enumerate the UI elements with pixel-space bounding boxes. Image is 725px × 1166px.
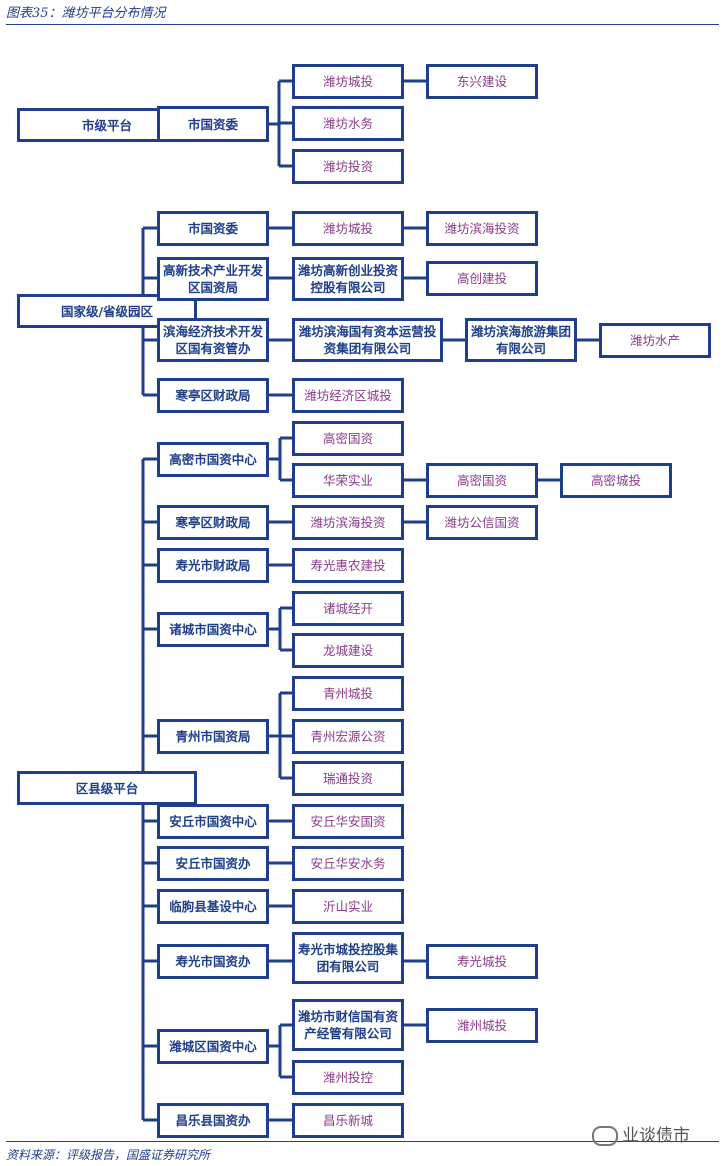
node-qingzhou-hongyuan: 青州宏源公资 (292, 719, 404, 754)
node-weifang-shuichan: 潍坊水产 (599, 323, 711, 358)
node-binhai-tourism-group: 潍坊滨海旅游集团 有限公司 (465, 318, 577, 362)
figure-title: 图表35：潍坊平台分布情况 (6, 6, 166, 21)
node-huarong-shiye: 华荣实业 (292, 463, 404, 498)
node-shouguang-finance: 寿光市财政局 (157, 548, 269, 583)
node-weifang-binhai-touzi-1: 潍坊滨海投资 (426, 211, 538, 246)
node-yishan-shiye: 沂山实业 (292, 889, 404, 924)
node-economic-zone-chengtou: 潍坊经济区城投 (292, 378, 404, 413)
node-weifang-chengtou-1: 潍坊城投 (292, 64, 404, 99)
node-hanting-finance-2: 寒亭区财政局 (157, 505, 269, 540)
node-weicheng-sasac: 潍城区国资中心 (157, 1029, 269, 1064)
node-gaomi-sasac: 高密市国资中心 (157, 442, 269, 477)
wechat-icon (592, 1126, 618, 1146)
node-weifang-chengtou-2: 潍坊城投 (292, 211, 404, 246)
node-qingzhou-sasac: 青州市国资局 (157, 719, 269, 754)
node-changle-sasac: 昌乐县国资办 (157, 1103, 269, 1138)
source-note: 资料来源：评级报告，国盛证券研究所 (6, 1148, 211, 1162)
node-weifang-gongxin-guozi: 潍坊公信国资 (426, 505, 538, 540)
node-changle-xincheng: 昌乐新城 (292, 1103, 404, 1138)
node-anqiu-huaan-guozi: 安丘华安国资 (292, 804, 404, 839)
node-gaochuang-jiantou: 高创建投 (426, 261, 538, 296)
node-city-sasac-2: 市国资委 (157, 211, 269, 246)
node-weifang-shuiwu: 潍坊水务 (292, 106, 404, 141)
watermark-text: 业谈债市 (622, 1126, 690, 1146)
node-hightech-zone-bureau: 高新技术产业开发 区国资局 (157, 257, 269, 301)
node-city-sasac-1: 市国资委 (157, 106, 269, 142)
node-shouguang-chengtou-group: 寿光市城投控股集 团有限公司 (292, 932, 404, 984)
node-dongxing-jianshe: 东兴建设 (426, 64, 538, 99)
node-gaomi-guozi-1: 高密国资 (292, 421, 404, 456)
node-longcheng-jianshe: 龙城建设 (292, 633, 404, 668)
source-divider (6, 1141, 719, 1142)
node-shouguang-sasac-office: 寿光市国资办 (157, 944, 269, 979)
node-anqiu-sasac-office: 安丘市国资办 (157, 846, 269, 881)
node-weizhou-chengtou: 潍州城投 (426, 1008, 538, 1043)
node-gaomi-guozi-2: 高密国资 (426, 463, 538, 498)
node-gaomi-chengtou: 高密城投 (560, 463, 672, 498)
node-anqiu-sasac-center: 安丘市国资中心 (157, 804, 269, 839)
watermark: 业谈债市 (592, 1121, 690, 1146)
node-zhucheng-jingkai: 诸城经开 (292, 591, 404, 626)
node-linqu-infra-center: 临朐县基设中心 (157, 889, 269, 924)
title-divider (6, 24, 719, 25)
node-binhai-capital-group: 潍坊滨海国有资本运营投 资集团有限公司 (292, 318, 443, 362)
node-weifang-gaoxin-chuangtou: 潍坊高新创业投资 控股有限公司 (292, 257, 404, 301)
node-shouguang-huinong: 寿光惠农建投 (292, 548, 404, 583)
node-weizhou-toukong: 潍州投控 (292, 1060, 404, 1095)
node-hanting-finance-1: 寒亭区财政局 (157, 378, 269, 413)
node-weifang-caixin: 潍坊市财信国有资 产经管有限公司 (292, 999, 404, 1051)
node-binhai-zone-office: 滨海经济技术开发 区国有资管办 (157, 318, 269, 362)
root-county-platform: 区县级平台 (17, 771, 197, 805)
node-weifang-touzi: 潍坊投资 (292, 149, 404, 184)
node-qingzhou-chengtou: 青州城投 (292, 676, 404, 711)
node-ruitong-touzi: 瑞通投资 (292, 761, 404, 796)
node-zhucheng-sasac: 诸城市国资中心 (157, 612, 269, 647)
node-anqiu-huaan-shuiwu: 安丘华安水务 (292, 846, 404, 881)
node-weifang-binhai-touzi-2: 潍坊滨海投资 (292, 505, 404, 540)
node-shouguang-chengtou: 寿光城投 (426, 944, 538, 979)
